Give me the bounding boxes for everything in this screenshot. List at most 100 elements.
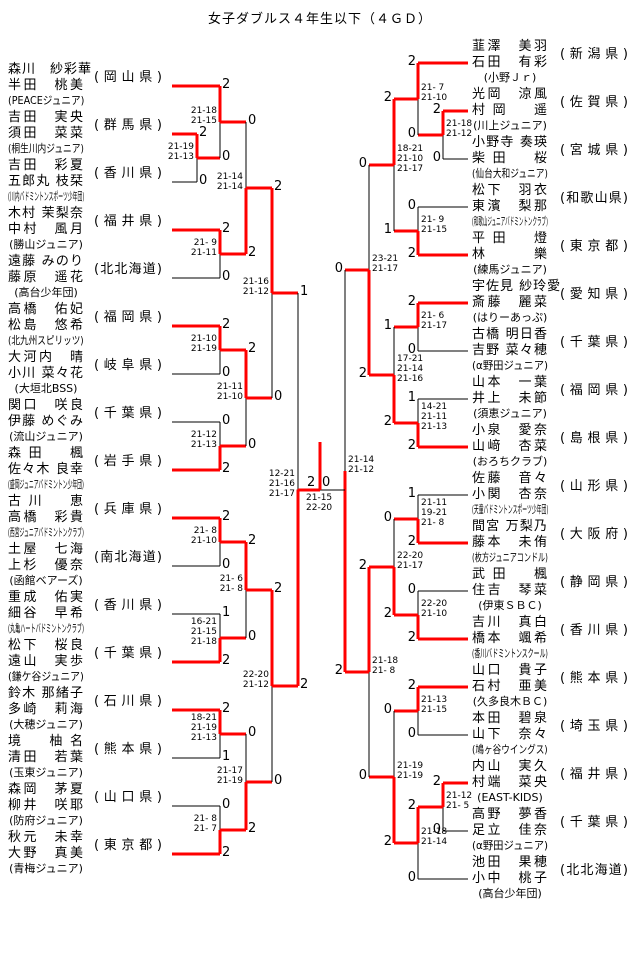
game-score: 21-18: [421, 827, 448, 837]
club-name: (防府ジュニア): [9, 814, 83, 827]
player-name: 内山 実久: [472, 759, 548, 774]
player-name: 斎藤 麗菜: [472, 295, 548, 310]
club-name: (川内バドミントンスポーツ少年団): [8, 190, 85, 203]
game-score: 21-15: [190, 627, 217, 637]
game-score: 21-13: [190, 440, 217, 450]
match-score: 2: [407, 678, 416, 693]
game-score: 21-17: [397, 561, 424, 571]
player-name: 中村 風月: [8, 222, 84, 237]
player-name: 石田 有彩: [472, 55, 548, 70]
player-name: 重成 佑実: [8, 590, 84, 605]
player-name: 古川 恵: [8, 494, 84, 509]
final-game-score: 21-15: [306, 493, 333, 503]
prefecture-label: (千葉県): [560, 815, 628, 830]
game-score: 21-11: [421, 498, 448, 508]
match-score: 0: [222, 365, 231, 380]
match-score: 2: [407, 630, 416, 645]
player-name: 藤本 未侑: [472, 535, 548, 550]
match-score: 0: [383, 510, 392, 525]
match-score: 1: [407, 486, 416, 501]
match-score: 0: [248, 629, 257, 644]
player-name: 佐々木 良幸: [8, 462, 84, 477]
game-score: 21-17: [421, 321, 448, 331]
final-game-score: 22-20: [306, 503, 333, 513]
match-score: 0: [407, 726, 416, 741]
game-score: 21-10: [190, 334, 217, 344]
player-name: 秋元 未幸: [8, 830, 84, 845]
match-score: 1: [222, 749, 231, 764]
player-name: 村端 菜央: [472, 775, 548, 790]
game-score: 21- 8: [193, 526, 217, 536]
game-score: 21-12: [348, 465, 375, 475]
player-name: 松島 悠希: [8, 318, 84, 333]
game-score: 19-21: [421, 508, 448, 518]
player-name: 武田 楓: [472, 567, 548, 582]
game-score: 21-18: [190, 637, 217, 647]
prefecture-label: (静岡県): [560, 575, 628, 590]
club-name: (盛岡ジュニアバドミントン少年団): [8, 478, 84, 491]
match-score: 0: [222, 269, 231, 284]
player-name: 韮澤 美羽: [472, 39, 548, 54]
player-name: 本田 碧泉: [472, 711, 548, 726]
game-score: 21-10: [397, 154, 424, 164]
game-score: 21-12: [242, 287, 269, 297]
match-score: 2: [358, 558, 367, 573]
game-score: 21-14: [216, 182, 243, 192]
player-name: 池田 果穂: [472, 855, 548, 870]
prefecture-label: (香川県): [94, 598, 162, 613]
match-score: 0: [407, 198, 416, 213]
prefecture-label: (宮城県): [560, 143, 628, 158]
club-name: (函館ベアーズ): [9, 574, 83, 587]
match-score: 2: [222, 317, 231, 332]
club-name: (はりーあっぷ): [472, 311, 548, 324]
final-score-left: 2: [307, 475, 316, 490]
game-score: 21-19: [190, 723, 217, 733]
player-name: 間宮 万梨乃: [472, 519, 548, 534]
match-score: 0: [248, 725, 257, 740]
match-score: 0: [358, 768, 367, 783]
game-score: 18-21: [397, 144, 424, 154]
game-score: 21-19: [397, 761, 424, 771]
match-score: 2: [383, 834, 392, 849]
club-name: (勝山ジュニア): [9, 238, 83, 251]
prefecture-label: (新潟県): [560, 47, 628, 62]
club-name: (おろちクラブ): [472, 455, 548, 468]
game-score: 18-21: [190, 713, 217, 723]
game-score: 21-10: [421, 93, 448, 103]
game-score: 17-21: [397, 354, 424, 364]
match-score: 0: [274, 389, 283, 404]
club-name: (α野田ジュニア): [472, 839, 549, 852]
game-score: 21-14: [348, 455, 375, 465]
game-score: 21-12: [446, 791, 473, 801]
match-score: 0: [248, 113, 257, 128]
game-score: 12-21: [268, 468, 295, 479]
match-score: 2: [199, 125, 208, 140]
club-name: (仙台大和ジュニア): [472, 167, 548, 180]
player-name: 平田 燈: [472, 231, 548, 246]
player-name: 五郎丸 枝栞: [8, 174, 84, 189]
club-name: (α野田ジュニア): [472, 359, 549, 372]
match-score: 0: [407, 582, 416, 597]
club-name: (高台少年団): [14, 286, 78, 299]
prefecture-label: (山口県): [94, 790, 162, 805]
match-score: 1: [300, 284, 309, 299]
game-score: 21-15: [421, 225, 448, 235]
club-name: (練馬ジュニア): [473, 263, 547, 276]
prefecture-label: (島根県): [560, 431, 628, 446]
player-name: 大野 真美: [8, 846, 84, 861]
match-score: 0: [248, 437, 257, 452]
player-name: 松下 桜良: [8, 638, 84, 653]
club-name: (西宮ジュニアバドミントンクラブ): [8, 526, 84, 539]
prefecture-label: (熊本県): [94, 742, 162, 757]
game-score: 14-21: [421, 402, 448, 412]
game-score: 21-11: [190, 248, 217, 258]
game-score: 21- 6: [219, 574, 243, 584]
prefecture-label: (群馬県): [94, 118, 162, 133]
match-score: 2: [407, 54, 416, 69]
player-name: 高野 夢香: [472, 807, 548, 822]
game-score: 21-17: [372, 264, 399, 274]
prefecture-label: (和歌山県): [560, 191, 628, 206]
player-name: 藤原 遥花: [8, 270, 84, 285]
club-name: (EAST-KIDS): [477, 791, 543, 804]
